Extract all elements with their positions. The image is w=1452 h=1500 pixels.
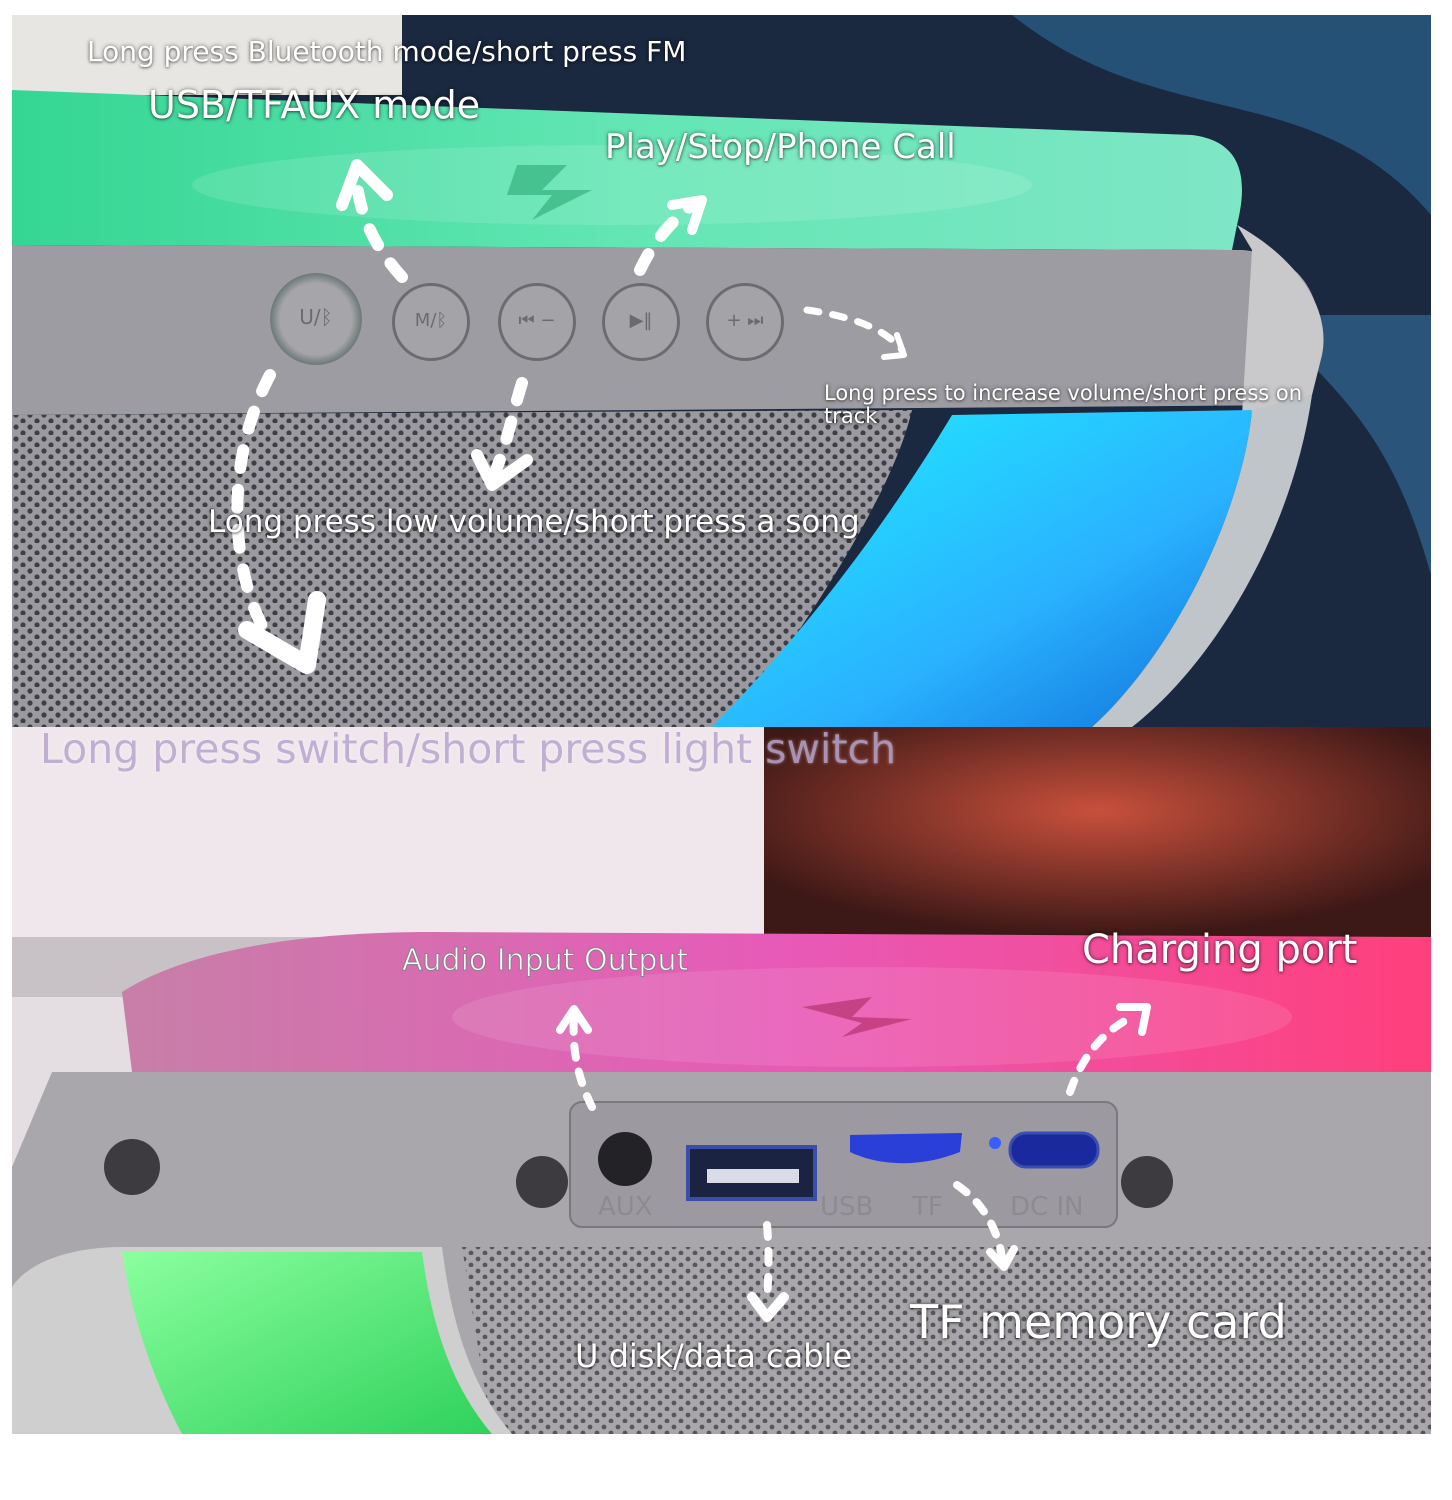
wireless-charge-icon-bottom	[802, 997, 912, 1037]
callout-tf-card: TF memory card	[910, 1295, 1287, 1349]
arrowhead-upright	[667, 195, 707, 235]
arrowhead-charging	[1116, 1003, 1151, 1036]
arrowhead-up-audio	[556, 1005, 592, 1034]
callout-light-switch: Long press switch/short press light swit…	[40, 727, 897, 773]
port-label-usb: USB	[820, 1192, 874, 1222]
port-label-dc-in: DC IN	[1010, 1192, 1084, 1222]
arrow-to-u-disk	[763, 1221, 773, 1301]
arrow-to-charging-port	[1066, 1013, 1136, 1096]
prev-volume-down-icon: ⏮ −	[518, 310, 556, 331]
arrow-down-volume	[486, 377, 528, 486]
top-arrows	[231, 159, 907, 674]
arrow-to-play-stop	[634, 199, 698, 276]
power-bluetooth-button[interactable]: U/ᛒ	[270, 273, 362, 365]
callout-bluetooth-fm: Long press Bluetooth mode/short press FM	[87, 35, 687, 68]
mode-button[interactable]: M/ᛒ	[392, 283, 470, 361]
mode-icon: M/ᛒ	[414, 310, 448, 331]
arrow-down-power	[231, 369, 276, 641]
arrow-to-audio-io	[569, 1013, 596, 1111]
arrowhead-right	[881, 332, 907, 360]
arrow-to-tf-card	[953, 1181, 1006, 1261]
next-volume-up-button[interactable]: + ⏭	[706, 283, 784, 361]
wireless-charge-icon	[507, 165, 592, 220]
play-pause-icon: ▶‖	[629, 310, 653, 331]
arrow-to-usb-tfaux	[351, 179, 408, 283]
arrow-to-volume-up	[803, 306, 906, 354]
callout-volume-down: Long press low volume/short press a song	[208, 504, 860, 540]
play-pause-button[interactable]: ▶‖	[602, 283, 680, 361]
callout-volume-up: Long press to increase volume/short pres…	[824, 381, 1303, 428]
prev-volume-down-button[interactable]: ⏮ −	[498, 283, 576, 361]
arrowhead-u-disk	[747, 1292, 789, 1322]
arrowhead-tf	[986, 1245, 1018, 1271]
callout-usb-tfaux: USB/TFAUX mode	[148, 83, 481, 127]
arrowhead-up	[336, 159, 393, 211]
top-photo-panel: U/ᛒ M/ᛒ ⏮ − ▶‖ + ⏭ Lon	[12, 15, 1431, 727]
arrowhead-down	[471, 449, 533, 491]
power-bluetooth-icon: U/ᛒ	[299, 305, 333, 329]
bottom-photo-panel: AUX USB TF DC IN Long press switch/short…	[12, 727, 1431, 1434]
callout-play-stop: Play/Stop/Phone Call	[605, 127, 956, 167]
callout-audio-io: Audio Input Output	[401, 943, 689, 979]
callout-u-disk: U disk/data cable	[575, 1337, 853, 1375]
callout-charging-port: Charging port	[1082, 927, 1358, 973]
bottom-arrows	[556, 1003, 1151, 1322]
port-label-aux: AUX	[598, 1192, 653, 1222]
port-label-tf: TF	[912, 1192, 943, 1222]
next-volume-up-icon: + ⏭	[726, 310, 764, 331]
arrowhead-down-large	[238, 591, 326, 674]
